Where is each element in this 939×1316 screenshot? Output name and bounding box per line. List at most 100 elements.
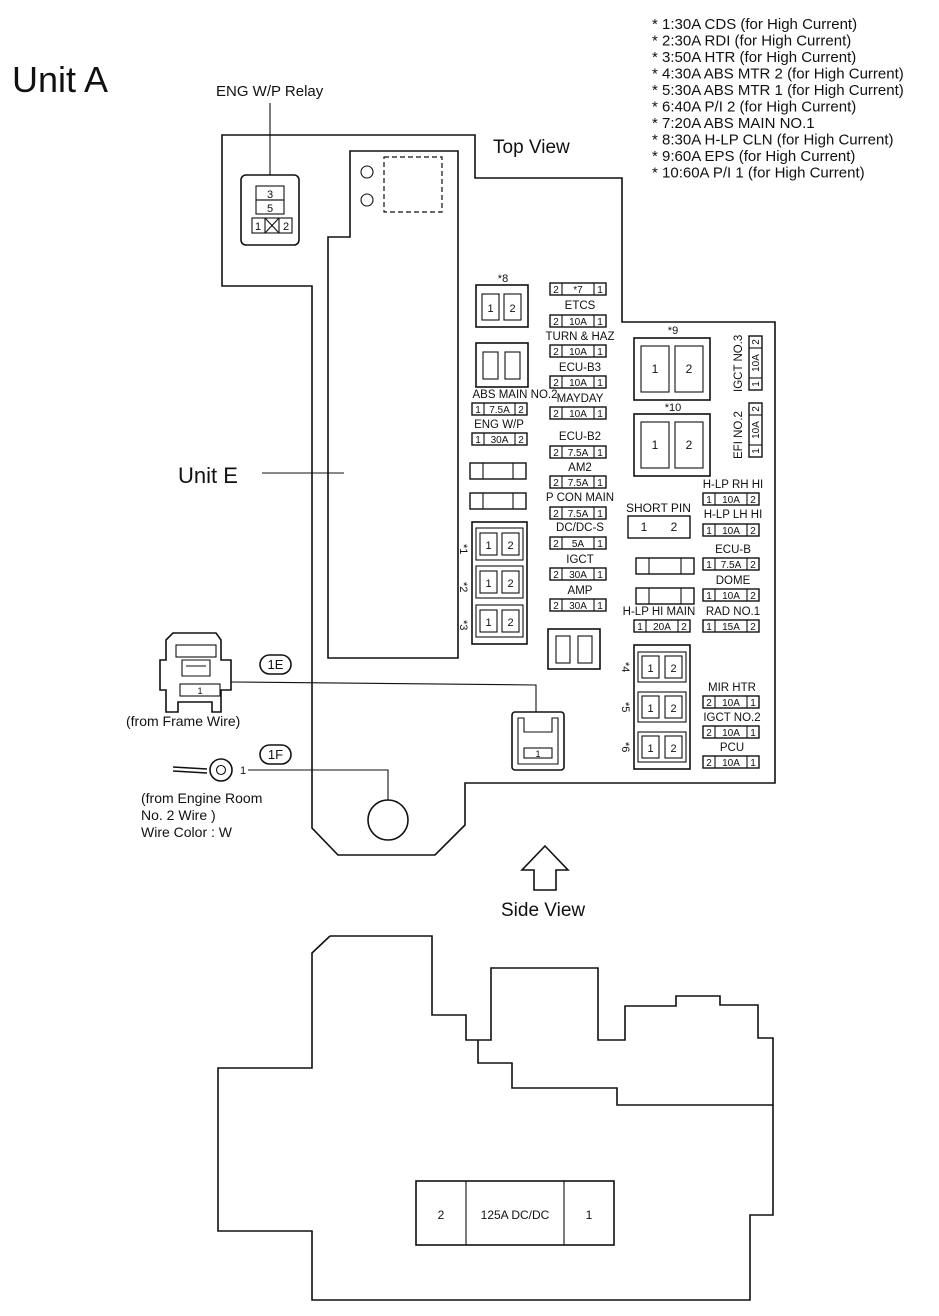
- fuse-name: ETCS: [565, 300, 596, 312]
- note-2: * 2:30A RDI (for High Current): [652, 33, 851, 50]
- fuse-pin-left: 2: [706, 728, 712, 739]
- engine-room-label-2: No. 2 Wire ): [141, 807, 216, 823]
- relay-pin-5: 5: [267, 203, 273, 215]
- fuse-pin-right: 2: [750, 560, 756, 571]
- cart6-pin-1: 1: [647, 743, 653, 755]
- fuse-rating: 10A: [569, 347, 587, 358]
- tag-9: *9: [668, 325, 678, 337]
- fuse-pin-left: 2: [553, 317, 559, 328]
- relay-pin-3: 3: [267, 189, 273, 201]
- note-1: * 1:30A CDS (for High Current): [652, 16, 857, 33]
- fuse-pin-left: 2: [553, 378, 559, 389]
- fuse-rating: 7.5A: [489, 405, 510, 416]
- fuse-rating: *7: [573, 285, 583, 296]
- fuse-pin-right: 1: [750, 728, 756, 739]
- fuse-rating: 30A: [569, 570, 587, 581]
- spare-fuse-4: [635, 587, 695, 605]
- cart2-pin-2: 2: [507, 578, 513, 590]
- fuse-pin-left: 2: [706, 758, 712, 769]
- cart6-pin-2: 2: [670, 743, 676, 755]
- fuse-rating: 7.5A: [568, 509, 589, 520]
- fuse-pin-right: 2: [518, 405, 524, 416]
- conn-1f-label: 1F: [268, 747, 283, 762]
- fuse-name: MAYDAY: [557, 393, 604, 405]
- engine-room-label-1: (from Engine Room: [141, 790, 262, 806]
- mini-fuse: 2 10A 1 IGCT NO.2: [702, 712, 761, 739]
- unit-e-label: Unit E: [178, 463, 238, 488]
- fuse-pin-left: 1: [475, 435, 481, 446]
- fuse-rating: 7.5A: [568, 478, 589, 489]
- from-frame-wire-label: (from Frame Wire): [126, 713, 240, 729]
- fuse-rating: 10A: [569, 409, 587, 420]
- cart5-pin-1: 1: [647, 703, 653, 715]
- fuse-pin-right: 1: [597, 448, 603, 459]
- fuse-pin-right: 1: [597, 347, 603, 358]
- relay-pin-1: 1: [255, 221, 261, 233]
- dcdc-fuse: 2 125A DC/DC 1: [415, 1180, 615, 1246]
- fuse-name: P CON MAIN: [546, 492, 614, 504]
- tag-6: *6: [619, 742, 631, 752]
- tag-4: *4: [619, 662, 631, 672]
- tag-10: *10: [665, 402, 682, 414]
- vfuse-name: IGCT NO.3: [733, 335, 745, 392]
- short-pin: SHORT PIN 1 2: [626, 501, 691, 539]
- cartridge-stack-123: 1 2 1 2 1 2 *1 *2 *3: [457, 521, 528, 645]
- fuse-name: IGCT NO.2: [703, 712, 760, 724]
- fuse-pin-right: 2: [750, 495, 756, 506]
- dcdc-right-pin: 1: [586, 1208, 593, 1222]
- fuse-rating: 10A: [722, 495, 740, 506]
- tag-1: *1: [457, 544, 469, 554]
- abs-main-housing: [475, 342, 529, 388]
- vfuse-pin-left: 1: [751, 381, 762, 387]
- dcdc-left-pin: 2: [438, 1208, 445, 1222]
- middle-housing: [547, 628, 601, 670]
- fuse-rating: 10A: [722, 526, 740, 537]
- eng-wp-relay-label: ENG W/P Relay: [216, 83, 324, 100]
- fuse-rating: 10A: [722, 728, 740, 739]
- cart9-pin-2: 2: [686, 362, 693, 376]
- note-3: * 3:50A HTR (for High Current): [652, 49, 856, 66]
- fuse-rating: 15A: [722, 622, 740, 633]
- side-view-arrow: [520, 844, 570, 891]
- note-6: * 6:40A P/I 2 (for High Current): [652, 99, 856, 116]
- fuse-rating: 7.5A: [568, 448, 589, 459]
- short-pin-2: 2: [671, 520, 678, 534]
- fuse-name: MIR HTR: [708, 682, 756, 694]
- tag-3: *3: [457, 620, 469, 630]
- side-view-outline: [217, 935, 774, 1301]
- cart1-pin-2: 2: [507, 540, 513, 552]
- fuse-pin-right: 1: [597, 409, 603, 420]
- fuse-pin-right: 1: [597, 539, 603, 550]
- fuse-name: RAD NO.1: [706, 606, 760, 618]
- cart2-pin-1: 1: [485, 578, 491, 590]
- note-4: * 4:30A ABS MTR 2 (for High Current): [652, 66, 904, 83]
- fuse-pin-left: 1: [706, 526, 712, 537]
- fuse-pin-right: 1: [597, 570, 603, 581]
- fuse-pin-left: 2: [553, 347, 559, 358]
- tag-8: *8: [498, 273, 508, 285]
- fuse-pin-right: 2: [518, 435, 524, 446]
- vfuse-rating: 10A: [751, 421, 762, 439]
- fuse-pin-right: 1: [597, 378, 603, 389]
- fuse-pin-left: 1: [475, 405, 481, 416]
- engine-room-pin: 1: [240, 765, 246, 777]
- fuse-pin-left: 2: [706, 698, 712, 709]
- fuse-pin-left: 1: [706, 560, 712, 571]
- fuse-pin-left: 2: [553, 285, 559, 296]
